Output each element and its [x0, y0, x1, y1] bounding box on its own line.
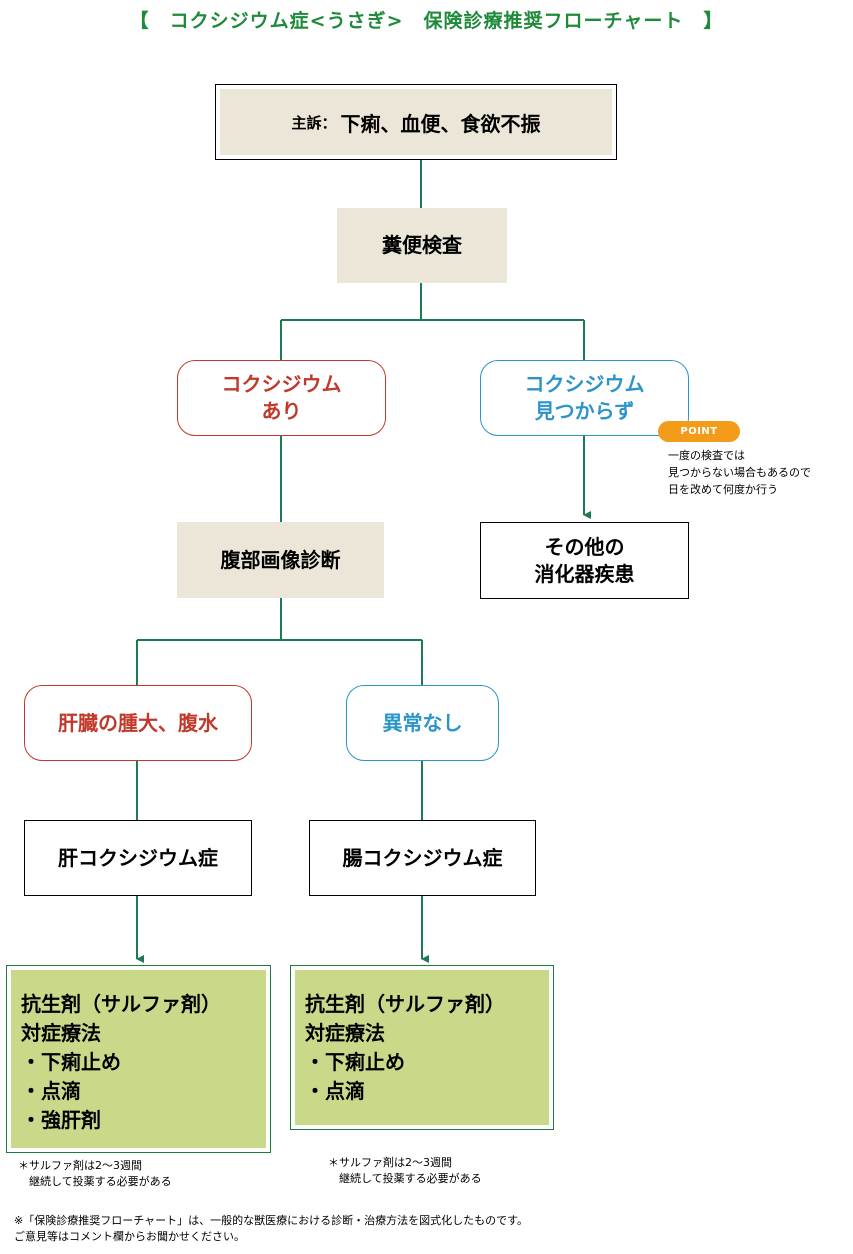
sulfa-note-left-line1: ＊サルファ剤は2〜3週間: [18, 1159, 142, 1172]
other-disease-box: その他の 消化器疾患: [480, 522, 689, 599]
point-note-line1: 一度の検査では: [668, 449, 745, 462]
coccidia-found-box: コクシジウム あり: [177, 360, 386, 436]
hepatic-coccidiosis-label: 肝コクシジウム症: [58, 845, 218, 870]
complaint-label: 主訴：: [291, 113, 337, 132]
point-note-line2: 見つからない場合もあるので: [668, 466, 811, 479]
point-badge: POINT: [658, 421, 740, 442]
chief-complaint-box: 主訴： 下痢、血便、食欲不振: [215, 84, 617, 160]
treatment-liver-line: ・点滴: [21, 1079, 81, 1103]
point-note-line3: 日を改めて何度か行う: [668, 483, 778, 496]
coccidia-not-found-box: コクシジウム 見つからず: [480, 360, 689, 436]
sulfa-note-left-line2: 継続して投薬する必要がある: [18, 1175, 172, 1188]
stool-test-box: 糞便検査: [337, 208, 507, 283]
complaint-value: 下痢、血便、食欲不振: [340, 111, 541, 136]
hepatic-coccidiosis-box: 肝コクシジウム症: [24, 820, 252, 896]
sulfa-note-right: ＊サルファ剤は2〜3週間 継続して投薬する必要がある: [328, 1155, 482, 1187]
liver-finding-label: 肝臓の腫大、腹水: [58, 710, 218, 735]
treatment-liver-line: ・強肝剤: [21, 1108, 101, 1132]
sulfa-note-left: ＊サルファ剤は2〜3週間 継続して投薬する必要がある: [18, 1158, 172, 1190]
sulfa-note-right-line1: ＊サルファ剤は2〜3週間: [328, 1156, 452, 1169]
treatment-intestine-line: 抗生剤（サルファ剤）: [305, 992, 505, 1016]
treatment-liver-line: 抗生剤（サルファ剤）: [21, 992, 221, 1016]
treatment-liver-box: 抗生剤（サルファ剤） 対症療法 ・下痢止め ・点滴 ・強肝剤: [6, 965, 271, 1153]
stool-test-label: 糞便検査: [382, 233, 462, 257]
intestinal-coccidiosis-box: 腸コクシジウム症: [309, 820, 536, 896]
intestinal-coccidiosis-label: 腸コクシジウム症: [342, 845, 503, 870]
other-disease-line1: その他の: [544, 534, 625, 559]
treatment-intestine-box: 抗生剤（サルファ剤） 対症療法 ・下痢止め ・点滴: [290, 965, 554, 1130]
other-disease-line2: 消化器疾患: [534, 561, 635, 586]
sulfa-note-right-line2: 継続して投薬する必要がある: [328, 1172, 482, 1185]
treatment-liver-line: 対症療法: [21, 1021, 101, 1045]
liver-finding-box: 肝臓の腫大、腹水: [24, 685, 252, 761]
disclaimer-line1: ※「保険診療推奨フローチャート」は、一般的な獣医療における診断・治療方法を図式化…: [14, 1214, 529, 1227]
treatment-liver-line: ・下痢止め: [21, 1050, 121, 1074]
coccidia-not-found-line1: コクシジウム: [524, 372, 645, 396]
treatment-intestine-line: 対症療法: [305, 1021, 385, 1045]
point-note: 一度の検査では 見つからない場合もあるので 日を改めて何度か行う: [668, 447, 811, 498]
disclaimer-line2: ご意見等はコメント欄からお聞かせください。: [14, 1230, 245, 1243]
abdominal-imaging-label: 腹部画像診断: [220, 547, 341, 572]
treatment-intestine-line: ・点滴: [305, 1079, 365, 1103]
page-title: 【 コクシジウム症<うさぎ> 保険診療推奨フローチャート 】: [129, 10, 724, 32]
coccidia-found-line2: あり: [261, 399, 302, 423]
treatment-intestine-line: ・下痢止め: [305, 1050, 405, 1074]
no-abnormality-box: 異常なし: [346, 685, 499, 761]
no-abnormality-label: 異常なし: [382, 710, 463, 735]
coccidia-found-line1: コクシジウム: [221, 372, 342, 396]
disclaimer: ※「保険診療推奨フローチャート」は、一般的な獣医療における診断・治療方法を図式化…: [14, 1213, 528, 1245]
coccidia-not-found-line2: 見つからず: [534, 399, 635, 423]
abdominal-imaging-box: 腹部画像診断: [177, 522, 384, 598]
